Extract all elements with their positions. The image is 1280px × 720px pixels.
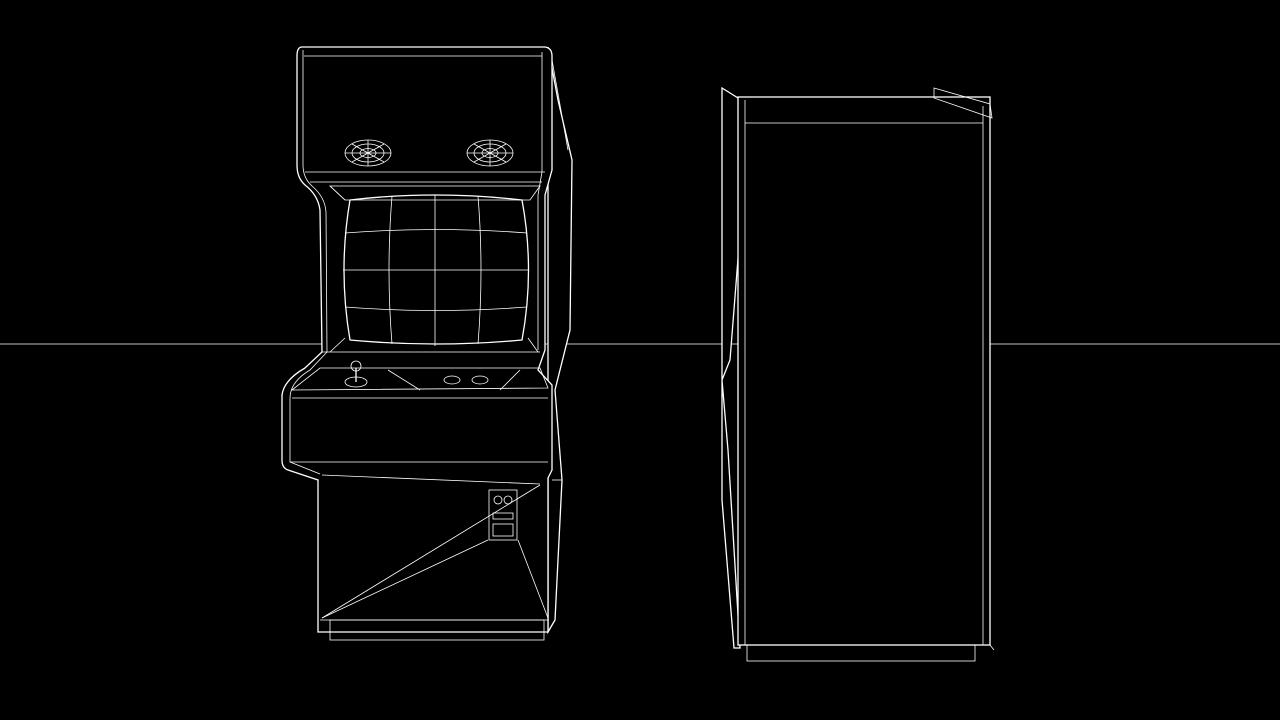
arcade-cabinet-front-view (281, 46, 573, 641)
button-1 (443, 375, 461, 385)
cabinet-outline (281, 46, 553, 633)
coin-door (488, 489, 518, 541)
arcade-cabinet-side-view (721, 86, 995, 662)
crt-screen (343, 194, 530, 346)
cabinet-side-panel-large (737, 96, 991, 646)
button-2 (471, 375, 489, 385)
joystick (344, 360, 368, 388)
speaker-left (344, 139, 392, 167)
speaker-right (466, 139, 514, 167)
